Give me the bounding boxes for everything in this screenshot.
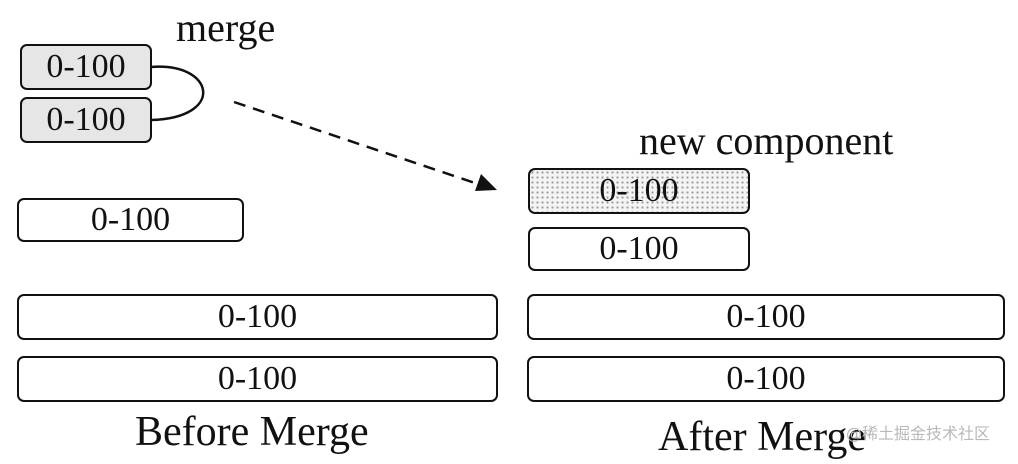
after-row-1-range: 0-100 — [726, 298, 806, 335]
merged-component-2-range: 0-100 — [46, 101, 126, 138]
merged-component-1-range: 0-100 — [46, 48, 126, 85]
before-row-2-range: 0-100 — [217, 360, 298, 397]
after-row-1: 0-100 — [527, 294, 1005, 340]
arrow-head-icon — [475, 174, 497, 191]
after-row-2: 0-100 — [527, 356, 1005, 402]
merged-component-1: 0-100 — [20, 44, 152, 90]
before-row-2: 0-100 — [17, 356, 498, 402]
watermark: @稀土掘金技术社区 — [846, 424, 991, 443]
merged-component-2: 0-100 — [20, 97, 152, 143]
new-component-range: 0-100 — [599, 172, 679, 209]
new-component-label: new component — [639, 118, 894, 163]
before-row-1-range: 0-100 — [217, 298, 298, 335]
before-merge-caption: Before Merge — [135, 409, 369, 455]
merge-label: merge — [176, 5, 276, 50]
after-merge-caption: After Merge — [658, 414, 866, 460]
after-component-range: 0-100 — [599, 230, 679, 267]
merge-bracket — [150, 65, 205, 122]
before-row-1: 0-100 — [17, 294, 498, 340]
after-row-2-range: 0-100 — [726, 360, 806, 397]
before-component: 0-100 — [17, 198, 244, 242]
before-component-range: 0-100 — [90, 201, 171, 238]
new-component: 0-100 — [528, 168, 750, 214]
merge-dashed-arrow — [233, 100, 479, 186]
after-component: 0-100 — [528, 227, 750, 271]
